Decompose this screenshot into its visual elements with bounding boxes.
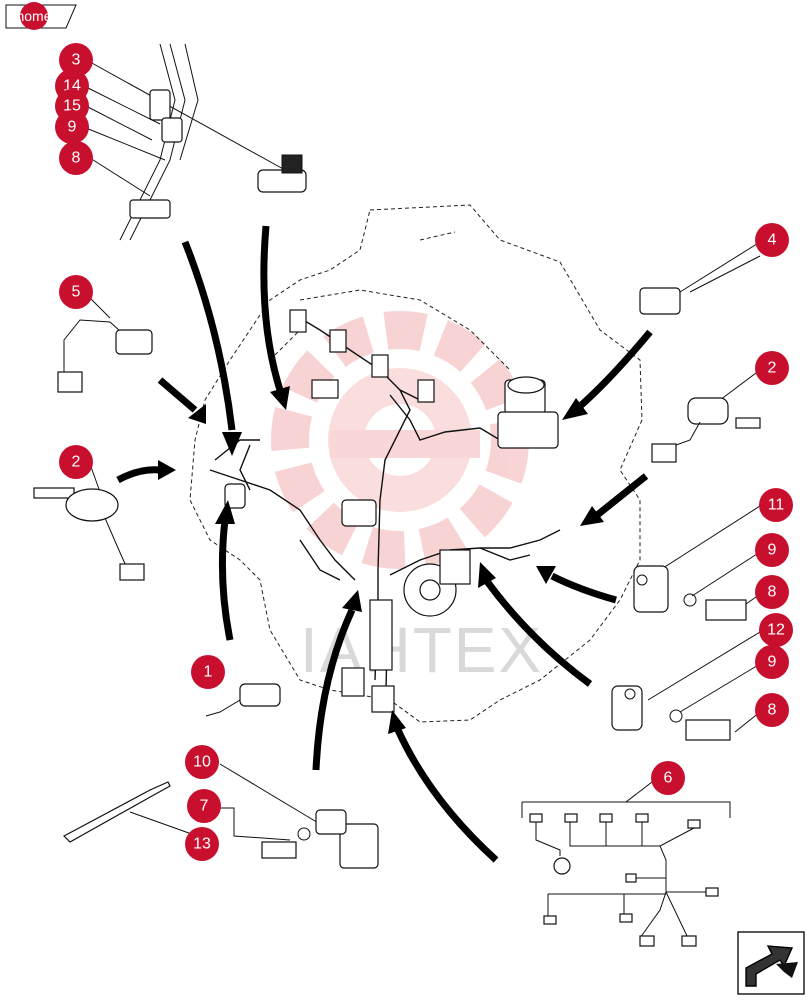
callout-11[interactable]: 11 (759, 488, 793, 522)
callout-8-upper[interactable]: 8 (755, 575, 789, 609)
home-button[interactable]: home (5, 2, 77, 30)
callout-8-lower[interactable]: 8 (755, 693, 789, 727)
callout-9-lower[interactable]: 9 (755, 645, 789, 679)
bolt (33, 487, 75, 499)
bolt (261, 841, 297, 859)
speed-sensor (65, 488, 119, 522)
home-label: home (16, 8, 51, 24)
temperature-sender (639, 287, 681, 315)
engine-wiring-harness (209, 309, 561, 713)
svg-text:4: 4 (768, 232, 777, 249)
callout-2-right[interactable]: 2 (755, 351, 789, 385)
svg-text:3: 3 (72, 52, 81, 69)
next-page-button[interactable] (737, 931, 805, 995)
bracket (611, 685, 643, 731)
callout-7[interactable]: 7 (187, 789, 221, 823)
washer (669, 709, 683, 723)
callout-4[interactable]: 4 (755, 223, 789, 257)
oil-pressure-switch (239, 683, 281, 707)
callout-9[interactable]: 9 (55, 110, 89, 144)
svg-text:15: 15 (63, 98, 81, 115)
watermark-gear-logo (271, 311, 529, 569)
svg-text:9: 9 (768, 542, 777, 559)
svg-text:13: 13 (193, 836, 211, 853)
connector-plug (651, 443, 677, 463)
cable-tie (63, 781, 171, 843)
injector-connectors (289, 309, 435, 403)
callout-2-left[interactable]: 2 (59, 445, 93, 479)
callout-8[interactable]: 8 (59, 141, 93, 175)
svg-text:11: 11 (768, 497, 785, 514)
svg-text:5: 5 (72, 284, 81, 301)
washer (297, 827, 311, 841)
starter-solenoid (341, 499, 377, 527)
connector-plug (57, 371, 83, 393)
throttle-body (497, 376, 559, 449)
washer (683, 593, 697, 607)
callout-6[interactable]: 6 (651, 761, 685, 795)
bracket (633, 565, 669, 613)
bolt (685, 719, 731, 741)
svg-text:2: 2 (768, 360, 777, 377)
exploded-parts (33, 43, 761, 869)
connector-plug (119, 563, 145, 581)
callout-5[interactable]: 5 (59, 275, 93, 309)
alternator (403, 549, 471, 617)
callout-13[interactable]: 13 (185, 827, 219, 861)
svg-text:6: 6 (664, 770, 673, 787)
svg-text:9: 9 (768, 654, 777, 671)
harness-schematic (521, 801, 731, 947)
svg-text:8: 8 (768, 584, 777, 601)
harness-connector (224, 483, 246, 509)
svg-text:8: 8 (768, 702, 777, 719)
svg-text:9: 9 (68, 119, 77, 136)
callout-9-upper[interactable]: 9 (755, 533, 789, 567)
assembly-arrows (116, 225, 653, 863)
callout-10[interactable]: 10 (185, 745, 219, 779)
cable-clamp (339, 823, 379, 869)
bolt (705, 599, 747, 621)
callout-3[interactable]: 3 (59, 43, 93, 77)
callout-1[interactable]: 1 (191, 655, 225, 689)
svg-text:7: 7 (200, 798, 209, 815)
svg-text:12: 12 (767, 622, 785, 639)
callout-12[interactable]: 12 (759, 613, 793, 647)
svg-text:1: 1 (204, 664, 213, 681)
svg-text:8: 8 (72, 150, 81, 167)
speed-sensor (687, 397, 729, 425)
arrow-next-icon (745, 945, 798, 987)
bolt (129, 199, 171, 219)
svg-text:2: 2 (72, 454, 81, 471)
svg-text:10: 10 (193, 754, 211, 771)
